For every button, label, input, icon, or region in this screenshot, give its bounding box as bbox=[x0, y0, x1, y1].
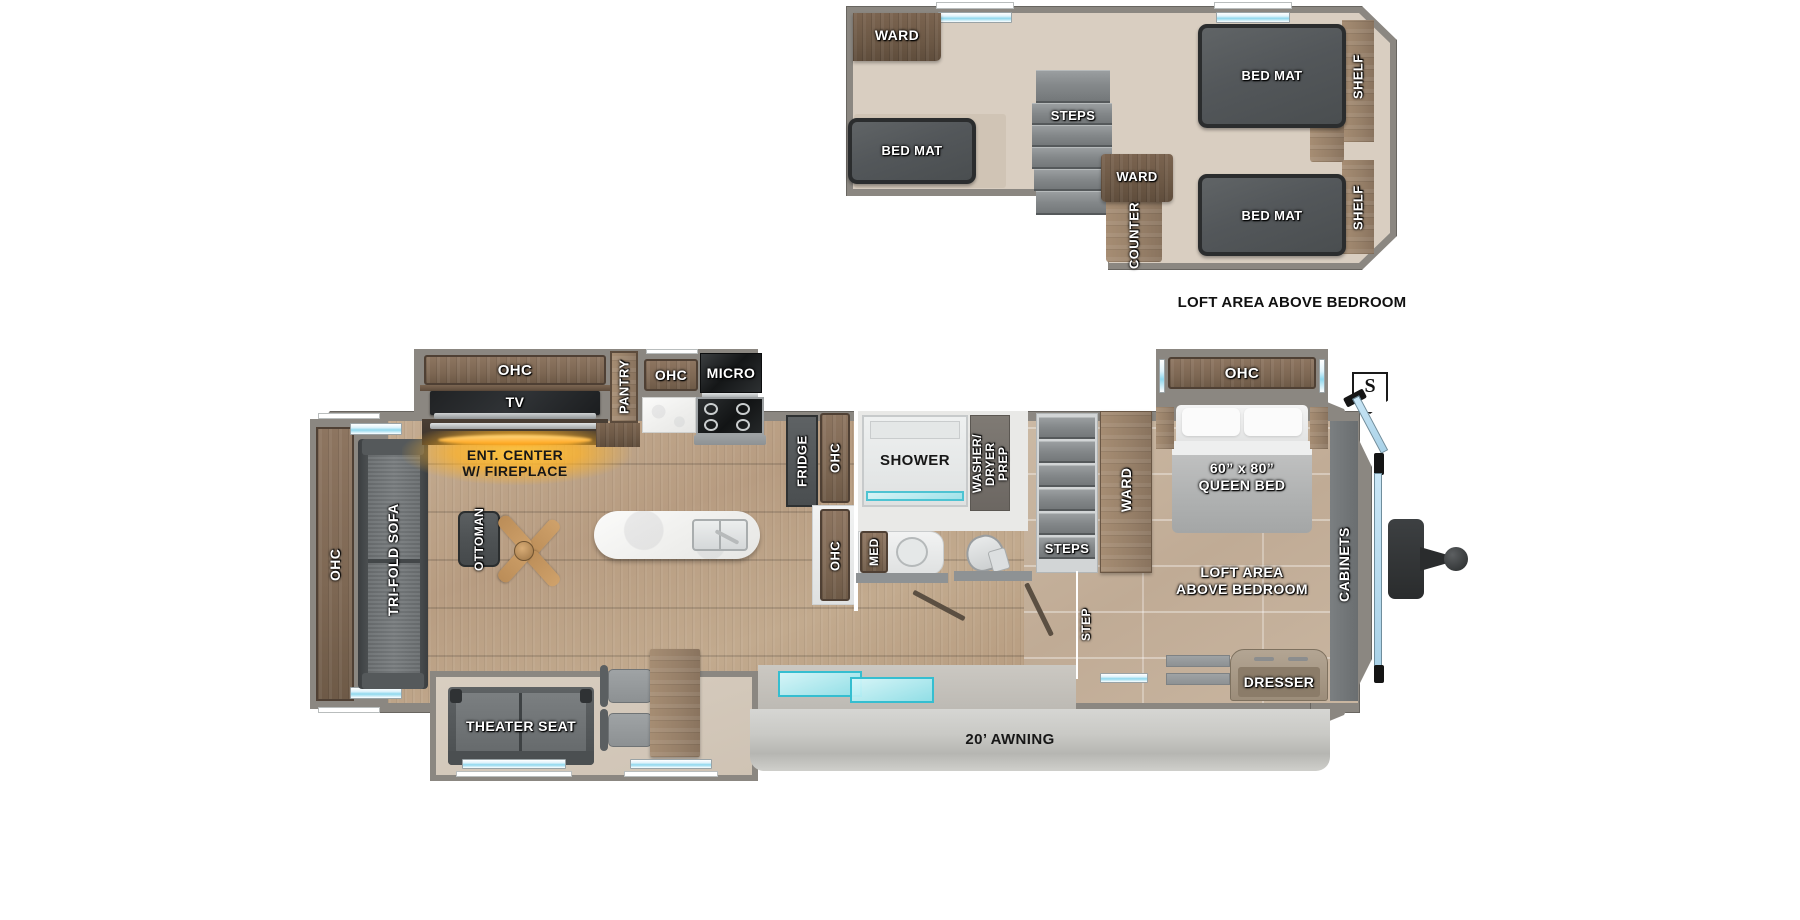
loft-shelf-bottom bbox=[1342, 160, 1374, 254]
hall-step-outline bbox=[1076, 571, 1078, 679]
loft-nook-cabinet bbox=[1310, 122, 1344, 162]
loft-bed-mat-bottom-right bbox=[1198, 174, 1346, 256]
rear-window-outer-top bbox=[318, 413, 380, 419]
bedroom-window-left bbox=[1159, 359, 1165, 393]
loft-step-2 bbox=[1032, 103, 1112, 125]
ceiling-fan bbox=[478, 505, 570, 597]
pantry-base bbox=[596, 423, 640, 447]
loft-wardrobe-left bbox=[853, 13, 941, 61]
burner-3 bbox=[704, 419, 718, 431]
loft-step-5 bbox=[1034, 169, 1112, 191]
kitchen-window bbox=[646, 349, 698, 354]
rear-window-outer-bottom bbox=[318, 707, 380, 713]
nightstand-right bbox=[1310, 407, 1328, 449]
bathroom-wall bbox=[854, 411, 858, 611]
microwave-handle bbox=[702, 393, 758, 398]
toilet-base-wall bbox=[954, 571, 1032, 581]
oven-front bbox=[694, 435, 766, 445]
loft-step-4 bbox=[1032, 147, 1112, 169]
dresser-top-inset bbox=[1238, 667, 1320, 697]
burner-1 bbox=[704, 403, 718, 415]
ohc-rear bbox=[316, 427, 354, 701]
shower-panel bbox=[870, 421, 960, 439]
ohc-kitchen-lip bbox=[420, 385, 610, 391]
kitchen-island bbox=[594, 511, 760, 559]
rear-window-top bbox=[350, 423, 402, 435]
bedroom-cabinets bbox=[1330, 421, 1358, 701]
loft-caption: LOFT AREA ABOVE BEDROOM bbox=[1177, 293, 1407, 311]
hitch-ball bbox=[1444, 547, 1468, 571]
main-floorplan: OHC TRI-FOLD SOFA OHC TV ENT. CENTER W/ … bbox=[310, 335, 1630, 815]
bedroom-steps bbox=[1036, 413, 1098, 573]
washer-dryer-prep bbox=[970, 415, 1010, 511]
ent-center-trim bbox=[430, 423, 600, 429]
loft-step-1 bbox=[1036, 70, 1110, 103]
front-slide-window-2-outer bbox=[624, 771, 718, 777]
ohc-fridge-upper bbox=[820, 413, 850, 503]
loft-window-left bbox=[938, 12, 1012, 23]
entry-door-rail-main bbox=[1374, 473, 1382, 669]
pantry bbox=[610, 351, 638, 423]
tv bbox=[430, 391, 600, 415]
dinette-chair-top bbox=[608, 669, 652, 703]
vanity-sink bbox=[896, 537, 928, 567]
queen-bed bbox=[1172, 405, 1312, 533]
fan-hub bbox=[514, 541, 534, 561]
front-slide-window-2 bbox=[630, 759, 712, 769]
med-cabinet bbox=[860, 531, 888, 573]
patio-glass-2 bbox=[850, 677, 934, 703]
entry-door-cap-mid bbox=[1374, 453, 1384, 475]
entry-light bbox=[1100, 673, 1148, 683]
burner-4 bbox=[736, 419, 750, 431]
entry-step-upper bbox=[1166, 655, 1230, 667]
dinette-chair-bottom bbox=[608, 713, 652, 747]
ohc-small bbox=[644, 359, 698, 391]
loft-bed-mat-top-right bbox=[1198, 24, 1346, 128]
theater-seat bbox=[448, 687, 594, 765]
dinette-chair-back-top bbox=[600, 665, 608, 707]
awning bbox=[750, 709, 1330, 771]
loft-roof-vent-right-outer bbox=[1214, 2, 1292, 9]
tv-stand bbox=[434, 413, 596, 419]
loft-window-right bbox=[1216, 12, 1290, 23]
microwave bbox=[700, 353, 762, 393]
entry-door-cap-bottom bbox=[1374, 665, 1384, 683]
slide-marker-s-label: S bbox=[1364, 375, 1376, 397]
loft-steps bbox=[1032, 70, 1114, 220]
loft-diagram: WARD BED MAT STEPS WARD COUNTER SHELF SH… bbox=[842, 2, 1410, 302]
dinette-chair-back-bottom bbox=[600, 709, 608, 751]
ottoman bbox=[458, 511, 500, 567]
fridge bbox=[786, 415, 818, 507]
loft-roof-vent-left-outer bbox=[936, 2, 1014, 9]
burner-2 bbox=[736, 403, 750, 415]
tri-fold-sofa bbox=[358, 439, 428, 689]
vanity-base bbox=[856, 573, 948, 583]
loft-step-3 bbox=[1032, 125, 1112, 147]
front-slide-window-1 bbox=[462, 759, 566, 769]
loft-shelf-top bbox=[1342, 20, 1374, 142]
front-slide-window-1-outer bbox=[456, 771, 572, 777]
ohc-fridge-lower bbox=[820, 509, 850, 601]
loft-wardrobe-mid bbox=[1101, 154, 1173, 202]
kitchen-countertop bbox=[642, 397, 696, 433]
ohc-kitchen bbox=[424, 355, 606, 385]
hitch-plate bbox=[1388, 519, 1424, 599]
dresser-handle-left bbox=[1254, 657, 1274, 661]
fireplace-flame bbox=[438, 435, 592, 445]
loft-bed-mat-left bbox=[848, 118, 976, 184]
dinette-table bbox=[650, 649, 700, 757]
nightstand-left bbox=[1156, 407, 1174, 449]
patio-glass-1 bbox=[778, 671, 862, 697]
shower-door bbox=[866, 491, 964, 501]
ohc-bedroom bbox=[1168, 357, 1316, 389]
bedroom-wardrobe bbox=[1100, 411, 1152, 573]
dresser-handle-right bbox=[1288, 657, 1308, 661]
bedroom-window-right bbox=[1319, 359, 1325, 393]
entry-step-lower bbox=[1166, 673, 1230, 685]
loft-step-6 bbox=[1036, 191, 1110, 215]
